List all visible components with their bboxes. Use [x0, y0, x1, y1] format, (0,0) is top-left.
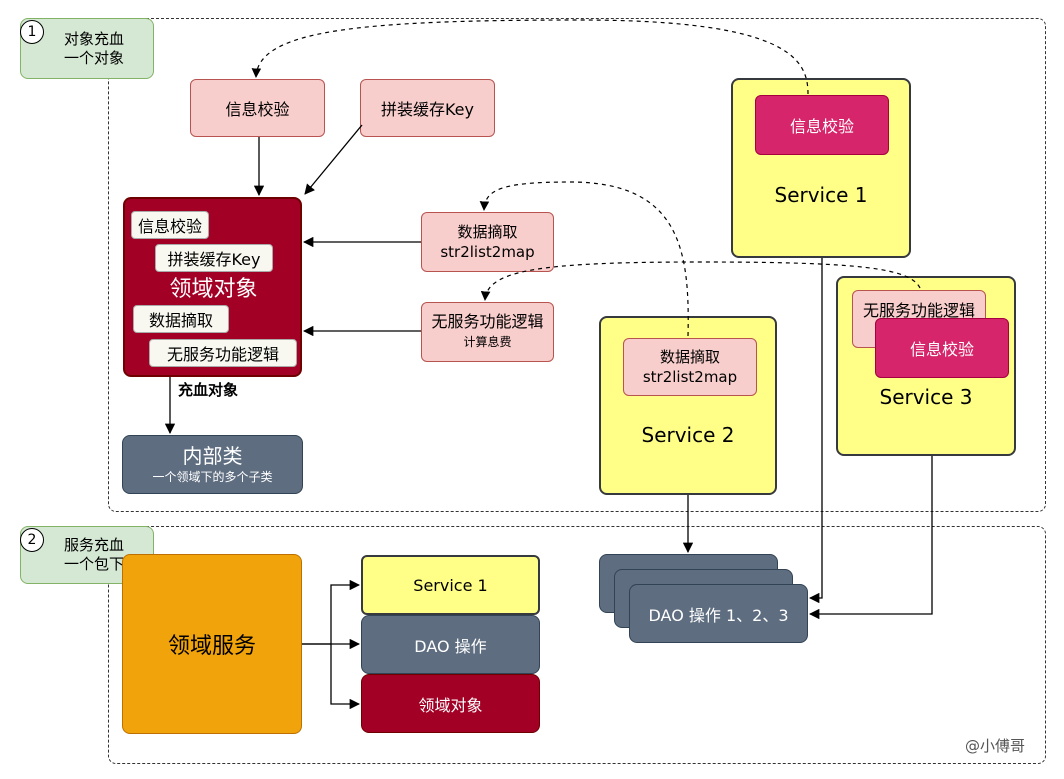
section-1-label-line1: 对象充血: [63, 29, 124, 48]
section-1-label-line2: 一个对象: [63, 48, 124, 67]
domain-service-item-service: Service 1: [361, 555, 540, 615]
domain-service-item-dao: DAO 操作: [361, 615, 540, 674]
dashed-service2-to-extract: [479, 181, 689, 337]
arrow-service3-to-dao: [808, 456, 933, 620]
data-extract-line2: str2list2map: [440, 243, 535, 261]
validate-label: 信息校验: [225, 100, 290, 119]
section-2-label-line1: 服务充血: [63, 536, 124, 554]
domain-object-title: 领域对象: [169, 277, 258, 302]
dashed-service3-to-stateless: [480, 261, 921, 301]
service-1-title: Service 1: [774, 183, 868, 207]
section-1-region: [108, 18, 1046, 512]
section-2-number: 2: [20, 528, 44, 552]
chip-stateless: 无服务功能逻辑: [149, 339, 297, 367]
interest-calc-label: 计算息费: [463, 335, 512, 349]
domain-service-title: 领域服务: [167, 634, 256, 659]
inner-class-subtitle: 一个领域下的多个子类: [152, 469, 273, 484]
service-1-validate: 信息校验: [755, 95, 889, 155]
stateless-logic-box: 无服务功能逻辑 计算息费: [421, 302, 554, 362]
dao-stack-front: DAO 操作 1、2、3: [629, 584, 808, 643]
section-1-number: 1: [20, 20, 44, 44]
cache-key-box: 拼装缓存Key: [360, 79, 495, 137]
arrow-service1-to-dao: [808, 258, 823, 604]
rich-object-label: 充血对象: [178, 381, 239, 399]
service-2-box: 数据摘取 str2list2map Service 2: [599, 316, 777, 495]
inner-class-title: 内部类: [182, 443, 243, 468]
arrow-domainservice-to-domainobject: [330, 644, 361, 710]
data-extract-line1: 数据摘取: [457, 223, 518, 241]
service-3-validate: 信息校验: [875, 318, 1009, 378]
section-1-badge: 对象充血 一个对象: [20, 18, 154, 79]
arrow-cachekey-to-domain: [304, 124, 363, 195]
service-3-title: Service 3: [879, 385, 973, 409]
cache-key-label: 拼装缓存Key: [380, 100, 474, 119]
dao-stack-label: DAO 操作 1、2、3: [648, 605, 789, 625]
domain-object-box: 信息校验 拼装缓存Key 领域对象 数据摘取 无服务功能逻辑: [123, 197, 302, 377]
section-2-region: [108, 526, 1046, 764]
validate-box: 信息校验: [190, 79, 325, 137]
domain-service-item-domain-object: 领域对象: [361, 674, 540, 733]
chip-data-extract: 数据摘取: [133, 305, 229, 333]
section-2-label-line2: 一个包下: [63, 555, 124, 573]
service-3-box: 无服务功能逻辑 信息校验 Service 3: [836, 276, 1016, 456]
arrow-domainservice-to-service: [302, 579, 361, 645]
service-2-data-extract: 数据摘取 str2list2map: [623, 338, 757, 396]
chip-cache-key: 拼装缓存Key: [155, 244, 273, 272]
watermark: @小傅哥: [965, 737, 1026, 755]
service-2-title: Service 2: [641, 423, 735, 447]
service-1-box: 信息校验 Service 1: [731, 78, 911, 258]
chip-validate: 信息校验: [131, 211, 209, 239]
dashed-service1-to-validate: [251, 19, 809, 95]
domain-service-box: 领域服务: [122, 554, 302, 734]
stateless-logic-label: 无服务功能逻辑: [431, 312, 544, 331]
data-extract-box: 数据摘取 str2list2map: [421, 212, 554, 272]
inner-class-box: 内部类 一个领域下的多个子类: [122, 435, 303, 494]
